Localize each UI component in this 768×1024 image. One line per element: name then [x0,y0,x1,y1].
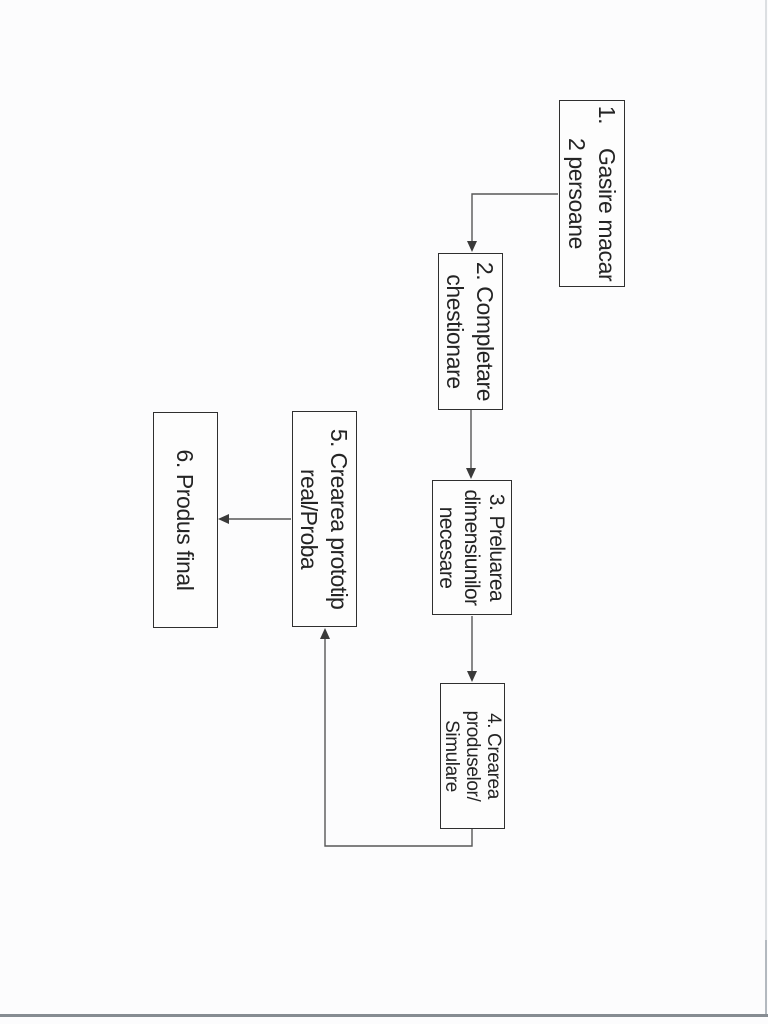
flow-node-1-gasire-persoane: 1. Gasire macar 2 persoane [559,100,625,287]
arrowhead-1-2 [467,241,477,252]
flow-node-3-line-3: necesare [435,506,459,589]
flow-node-6-line-1: 6. Produs final [172,449,199,591]
scan-edge-bottom [0,1014,768,1017]
flow-node-4-line-3: Simulare [441,720,462,792]
flow-node-3-preluarea-dimensiunilor: 3. Preluarea dimensiunilor necesare [432,480,512,615]
flow-node-1-line-1: 1. Gasire macar [594,105,620,282]
flow-node-3-line-1: 3. Preluarea [485,493,509,602]
arrowhead-5-6 [218,514,229,524]
flow-node-4-crearea-produselor-simulare: 4. Crearea produselor/ Simulare [440,683,505,829]
flow-node-2-line-1: 2. Completare [472,261,499,402]
scan-edge-right [765,0,767,1014]
flow-node-3-line-2: dimensiunilor [460,489,484,606]
arrowhead-2-3 [466,468,476,479]
scan-edge-right-dark [764,940,767,1015]
connector-1-2 [471,193,558,242]
connector-4-5 [324,638,473,847]
flow-node-5-line-1: 5. Crearea prototip [326,428,353,610]
flow-node-1-line-2: 2 persoane [564,137,590,250]
flow-node-4-line-1: 4. Crearea [483,713,504,799]
arrowhead-4-5 [320,628,330,639]
flow-node-6-produs-final: 6. Produs final [153,412,218,628]
arrowhead-3-4 [467,671,477,682]
flow-node-2-completare-chestionare: 2. Completare chestionare [438,253,503,410]
flow-node-5-line-2: real/Proba [296,468,323,570]
flow-node-2-line-2: chestionare [442,274,469,389]
flow-node-4-line-2: produselor/ [462,710,483,802]
flow-node-5-crearea-prototip: 5. Crearea prototip real/Proba [292,411,357,627]
